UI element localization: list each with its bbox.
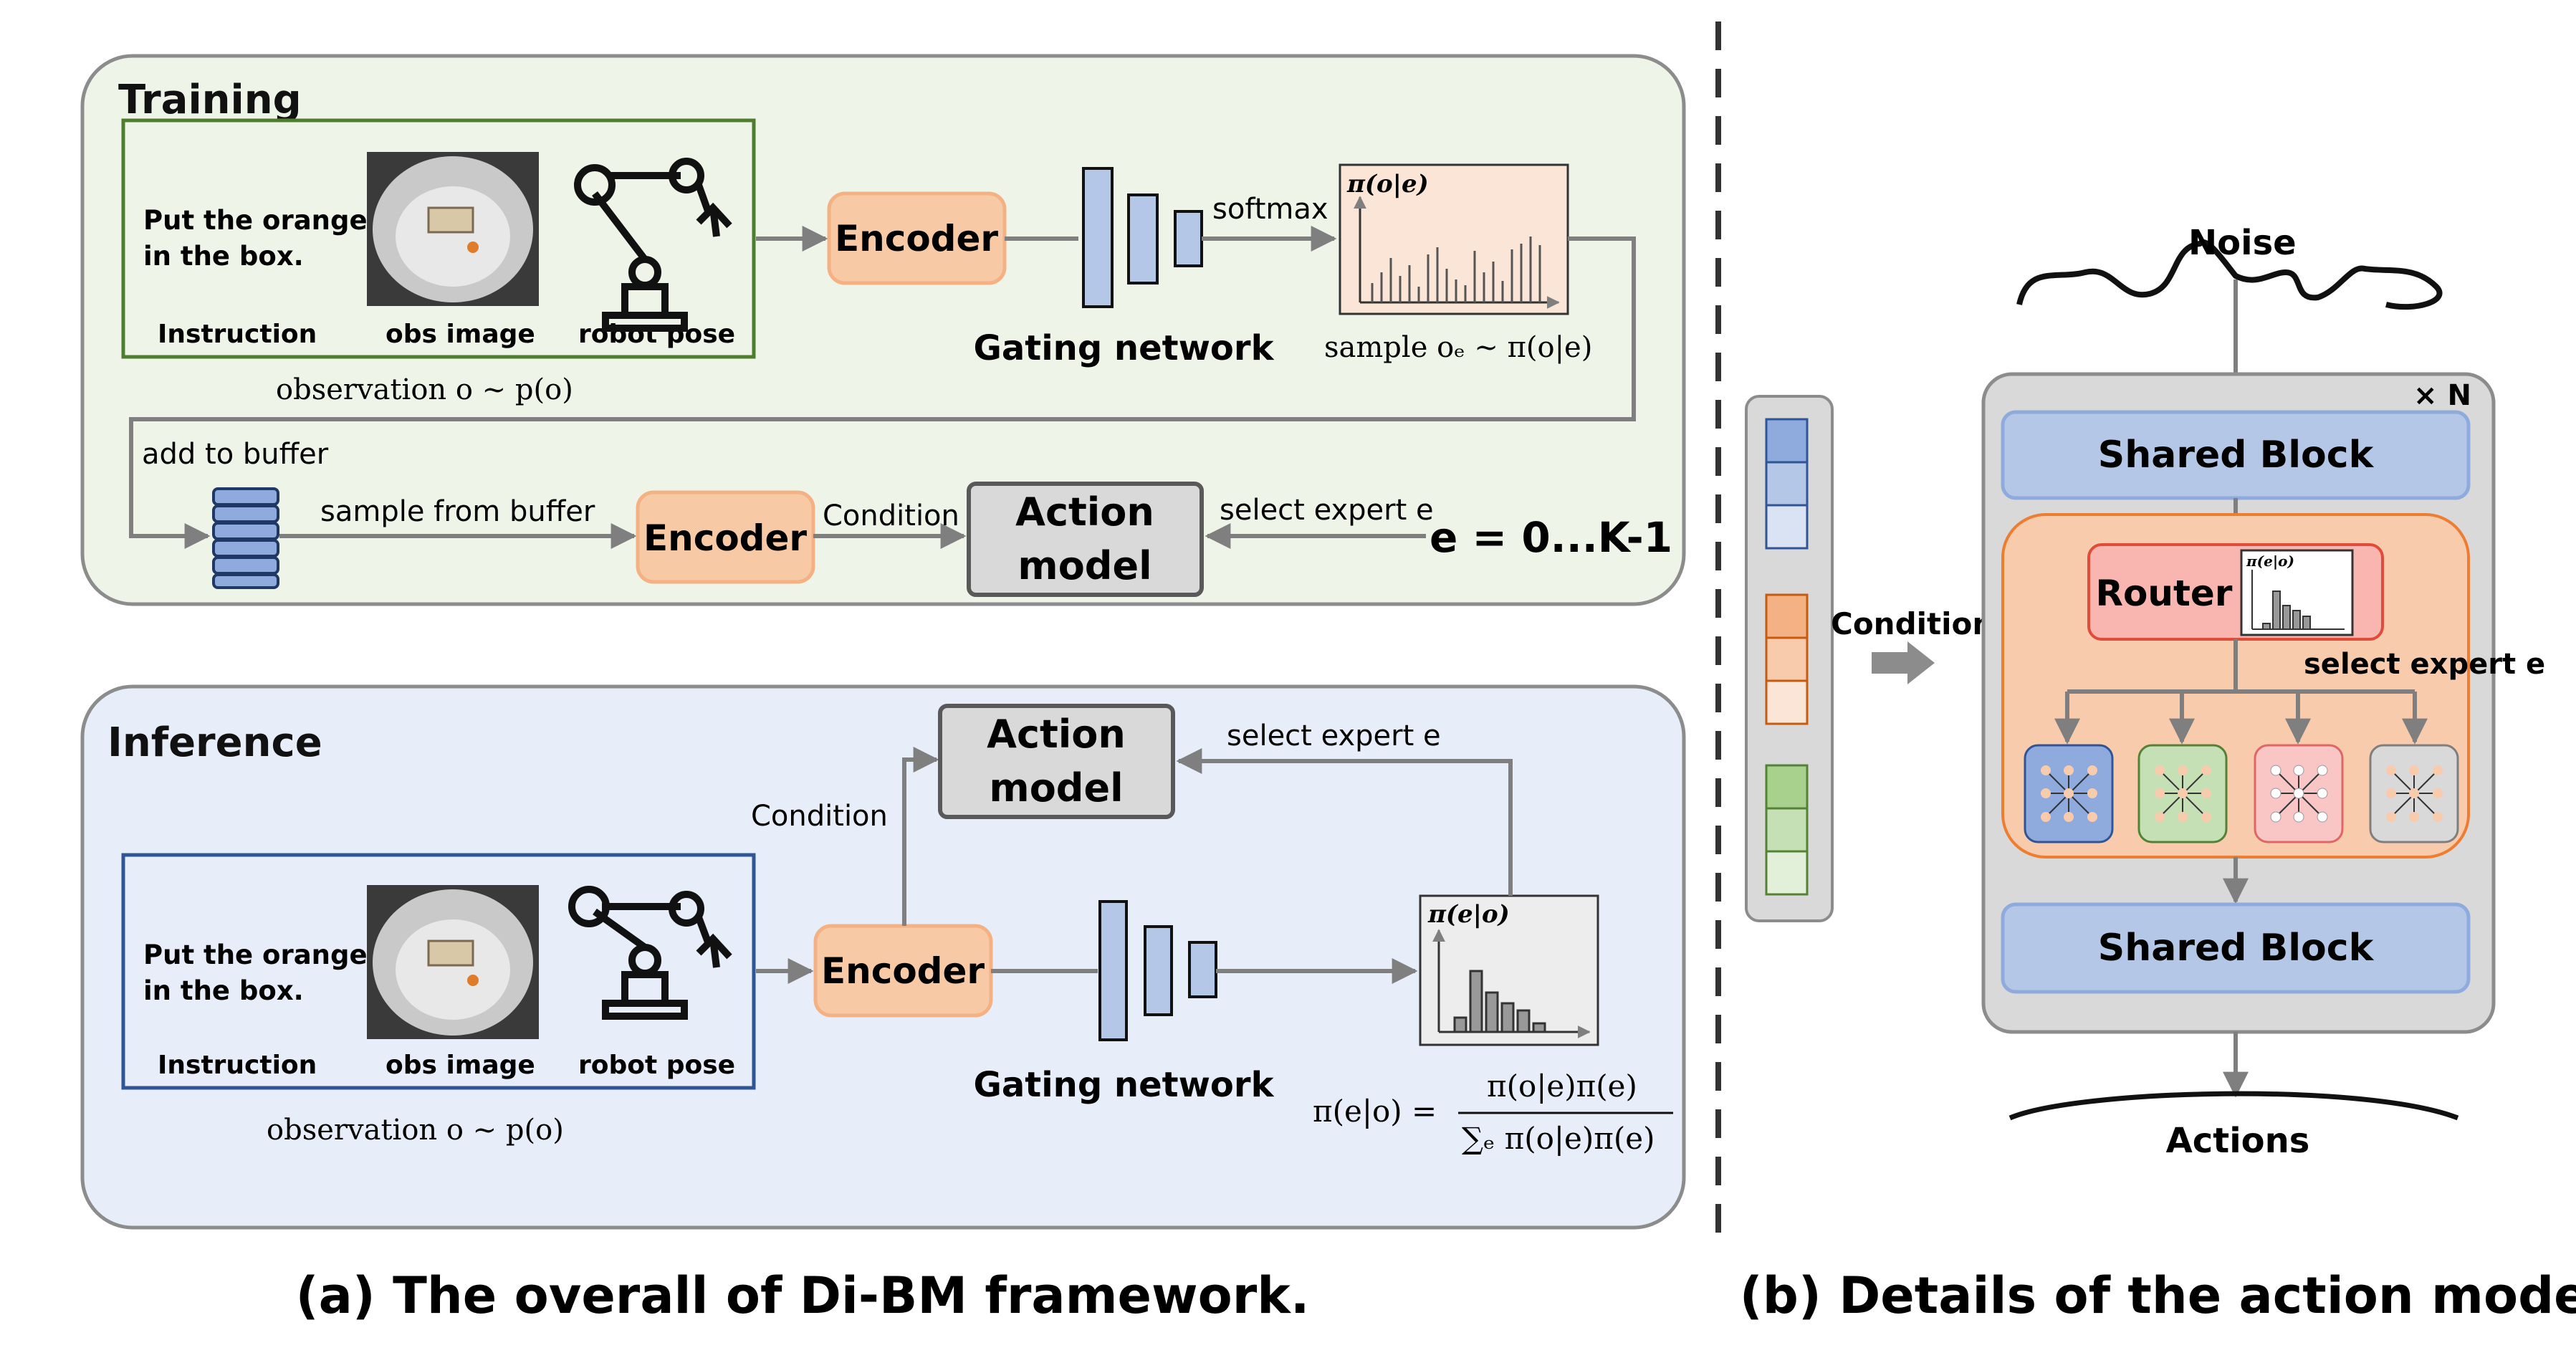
router-distribution-chart: π(e|o) <box>2240 549 2354 636</box>
training-encoder-2-label: Encoder <box>643 517 807 559</box>
training-distribution-chart: π(o|e) <box>1339 163 1569 315</box>
expert-1-network-icon <box>2024 744 2114 843</box>
posterior-formula: π(e|o) = π(o|e)π(e) ∑ₑ π(o|e)π(e) <box>1313 1068 1673 1156</box>
inference-encoder-label: Encoder <box>821 950 985 992</box>
formula-denominator: ∑ₑ π(o|e)π(e) <box>1462 1121 1655 1156</box>
inference-gating-label: Gating network <box>973 1065 1274 1105</box>
actions-curve <box>2008 1091 2459 1121</box>
expert-2-network-icon <box>2137 744 2228 843</box>
inference-panel: Inference Put the orange in the box. Ins… <box>80 684 1686 1230</box>
actions-label: Actions <box>2166 1121 2310 1161</box>
training-label-obs: obs image <box>386 320 535 349</box>
inference-observation-box <box>121 853 756 1090</box>
formula-lhs: π(e|o) = <box>1313 1094 1437 1129</box>
training-label-pose: robot pose <box>578 320 735 349</box>
expert-4-network-icon <box>2369 744 2459 843</box>
training-obs-image <box>367 152 539 306</box>
training-observation-box <box>121 118 756 359</box>
training-gating-label: Gating network <box>973 328 1274 368</box>
inference-action-label-1: Action <box>987 712 1126 757</box>
training-instruction-text-1: Put the orange <box>143 205 368 236</box>
inference-select-expert-label: select expert e <box>1227 719 1441 752</box>
inference-title: Inference <box>107 719 322 766</box>
noise-label: Noise <box>2188 223 2297 263</box>
times-n-label: × N <box>2413 379 2471 412</box>
inference-instruction-text-2: in the box. <box>143 975 304 1006</box>
inference-label-instruction: Instruction <box>158 1051 317 1080</box>
buffer-database-icon <box>212 487 279 589</box>
training-title: Training <box>118 77 302 123</box>
formula-numerator: π(o|e)π(e) <box>1487 1068 1637 1104</box>
shared-block-2 <box>2001 902 2471 994</box>
training-action-label-1: Action <box>1015 489 1154 535</box>
training-select-expert-label: select expert e <box>1220 494 1434 527</box>
router-label: Router <box>2096 573 2233 614</box>
training-observation-label: observation o ~ p(o) <box>276 373 573 406</box>
training-sample-buffer-label: sample from buffer <box>320 495 595 528</box>
training-condition-label: Condition <box>823 499 959 532</box>
caption-right: (b) Details of the action model. <box>1740 1266 2576 1325</box>
condition-token-stack <box>1745 395 1834 922</box>
training-dist-label: π(o|e) <box>1346 170 1429 199</box>
inference-action-model <box>938 704 1175 819</box>
training-robot-arm-icon <box>574 158 732 332</box>
inference-action-label-2: model <box>989 765 1123 811</box>
caption-left: (a) The overall of Di-BM framework. <box>296 1266 1310 1325</box>
inference-obs-image <box>367 885 539 1039</box>
inference-distribution-chart: π(e|o) <box>1419 894 1599 1046</box>
inference-label-pose: robot pose <box>578 1051 735 1080</box>
training-add-buffer-label: add to buffer <box>142 438 329 471</box>
inference-instruction-text-1: Put the orange <box>143 940 368 970</box>
training-panel: Training Put the orange in the box. Inst… <box>80 54 1686 606</box>
inference-condition-label: Condition <box>751 800 888 833</box>
training-sample-label: sample oₑ ~ π(o|e) <box>1324 331 1592 364</box>
router-dist-label: π(e|o) <box>2246 553 2294 570</box>
inference-label-obs: obs image <box>386 1051 535 1080</box>
condition-arrow-icon <box>1872 641 1935 684</box>
training-instruction-text-2: in the box. <box>143 241 304 272</box>
shared-block-2-label: Shared Block <box>2098 927 2375 970</box>
training-action-label-2: model <box>1018 543 1151 588</box>
right-condition-label: Condition <box>1831 606 1993 641</box>
training-expert-range: e = 0...K-1 <box>1430 513 1672 562</box>
training-action-model <box>967 482 1204 597</box>
training-gating-network <box>1082 167 1203 308</box>
inference-gating-network <box>1098 900 1217 1041</box>
right-select-expert-label: select expert e <box>2304 648 2545 681</box>
training-softmax-label: softmax <box>1212 193 1328 226</box>
action-model-detail: Noise × N Shared Block Router π(e|o) sel… <box>1981 223 2545 1161</box>
inference-observation-label: observation o ~ p(o) <box>267 1114 564 1147</box>
training-encoder-label: Encoder <box>835 218 998 259</box>
shared-block-1-label: Shared Block <box>2098 434 2375 477</box>
training-label-instruction: Instruction <box>158 320 317 349</box>
inference-dist-label: π(e|o) <box>1427 900 1510 929</box>
inference-robot-arm-icon <box>568 886 732 1020</box>
noise-curve <box>2016 239 2443 310</box>
expert-3-network-icon <box>2254 744 2344 843</box>
